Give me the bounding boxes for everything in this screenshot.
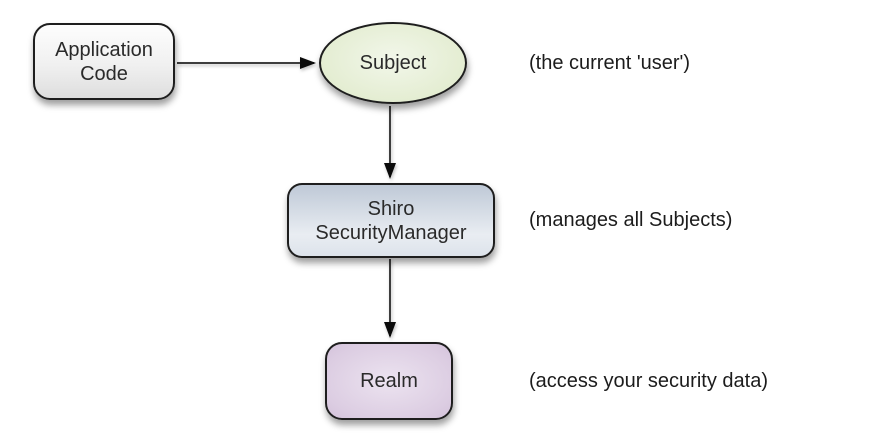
node-realm: Realm [325, 342, 453, 420]
annotation-security-manager: (manages all Subjects) [529, 209, 733, 231]
node-subject: Subject [319, 22, 467, 104]
node-security-manager: Shiro SecurityManager [287, 183, 495, 258]
node-subject-label: Subject [359, 52, 427, 74]
node-application-code: Application Code [33, 23, 175, 100]
node-security-manager-label-line2: SecurityManager [315, 221, 467, 244]
node-application-code-label-line2: Code [80, 62, 128, 85]
annotation-realm: (access your security data) [529, 370, 768, 392]
node-realm-label: Realm [360, 370, 418, 392]
annotation-subject: (the current 'user') [529, 52, 691, 74]
node-application-code-label-line1: Application [55, 38, 153, 61]
node-security-manager-label-line1: Shiro [367, 197, 415, 220]
